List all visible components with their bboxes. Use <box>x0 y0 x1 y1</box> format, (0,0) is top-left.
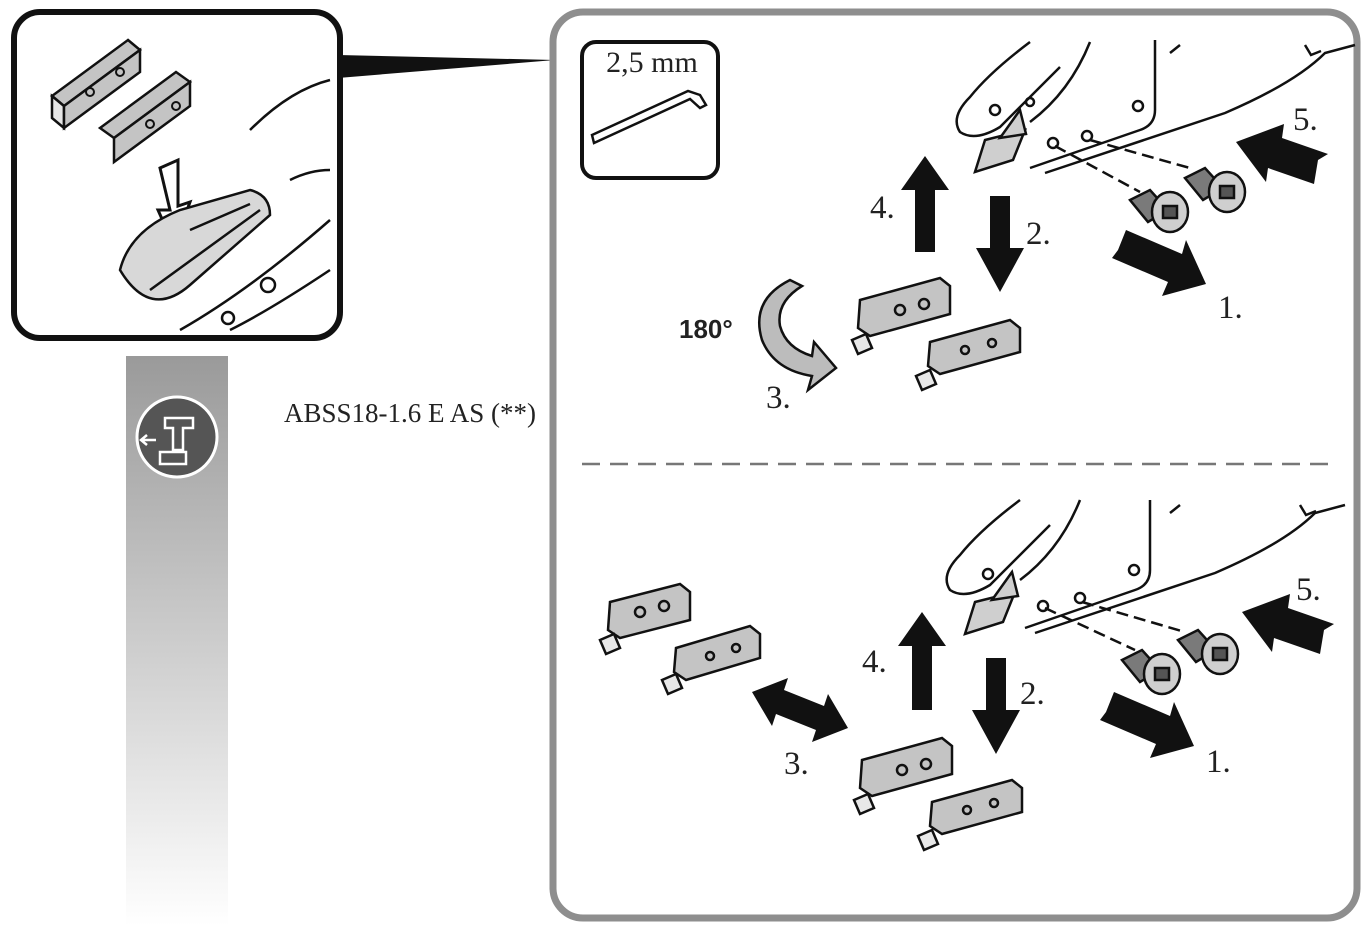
arrow-step-4 <box>901 156 949 252</box>
machine-head-bottom <box>945 499 1346 652</box>
jaw-part <box>914 318 1022 392</box>
rotate-180-icon <box>757 278 838 394</box>
step-label: 3. <box>766 380 791 416</box>
arrow-step-4 <box>898 612 946 710</box>
arrow-step-2 <box>976 196 1024 292</box>
screw-icon <box>1183 166 1247 214</box>
hex-key-icon <box>580 40 720 180</box>
arrow-step-1 <box>1100 692 1194 758</box>
screw-icon <box>1120 648 1182 696</box>
zoom-connector <box>338 55 555 78</box>
jaw-part <box>660 624 762 696</box>
tool-size-label: 2,5 mm <box>606 46 698 79</box>
step-label: 4. <box>870 190 895 226</box>
drill-battery-icon <box>135 395 219 479</box>
step-label: 5. <box>1293 102 1318 138</box>
step-label: 2. <box>1020 676 1045 712</box>
machine-head-top <box>955 40 1356 194</box>
detail-inset <box>11 9 343 341</box>
top-procedure: 1. 2. 3. 4. 5. 180° <box>679 40 1356 416</box>
rotation-label: 180° <box>679 314 733 344</box>
arrow-step-1 <box>1112 230 1206 296</box>
jaw-part <box>916 778 1024 852</box>
screw-icon <box>1176 628 1240 676</box>
arrow-step-2 <box>972 658 1020 754</box>
step-label: 4. <box>862 644 887 680</box>
step-label: 5. <box>1296 572 1321 608</box>
bottom-procedure: 1. 2. 3. 4. 5. <box>598 499 1346 852</box>
step-label: 3. <box>784 746 809 782</box>
step-label: 1. <box>1218 290 1243 326</box>
jaw-part <box>598 582 692 656</box>
screw-icon <box>1128 188 1190 234</box>
step-label: 1. <box>1206 744 1231 780</box>
arrow-step-5 <box>1236 124 1328 184</box>
step-label: 2. <box>1026 216 1051 252</box>
arrow-step-5 <box>1242 594 1334 654</box>
swap-arrow-icon <box>752 678 848 742</box>
jaw-part <box>850 276 952 356</box>
jaw-part <box>852 736 954 816</box>
model-label: ABSS18-1.6 E AS (**) <box>284 398 537 428</box>
